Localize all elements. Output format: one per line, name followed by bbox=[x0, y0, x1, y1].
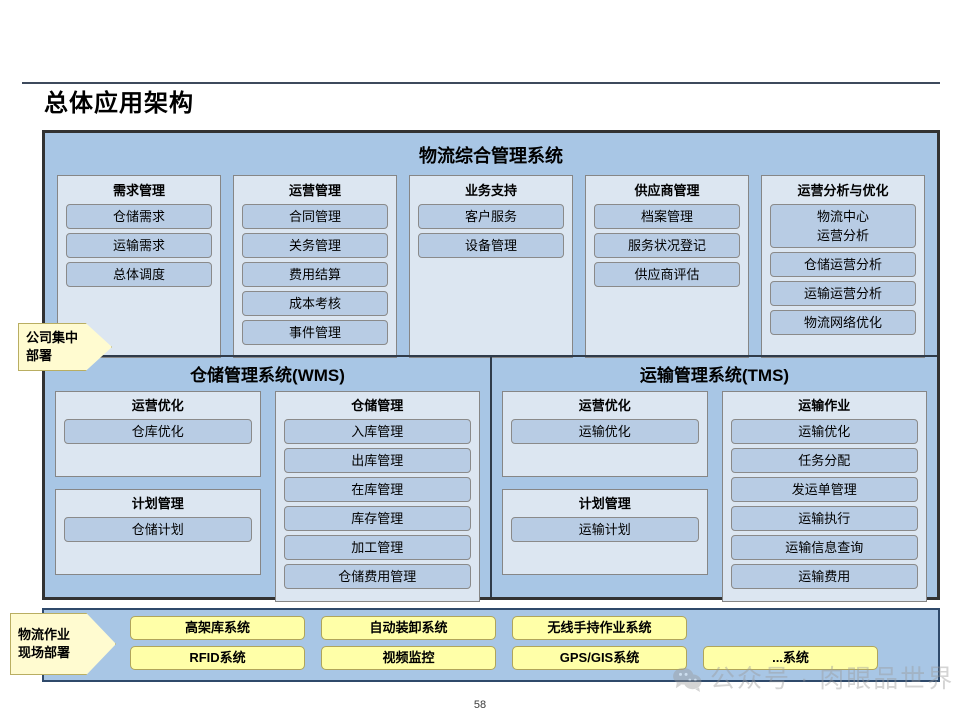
callout-field-line2: 现场部署 bbox=[18, 645, 71, 660]
field-system-item[interactable]: GPS/GIS系统 bbox=[512, 646, 687, 670]
module-item[interactable]: 成本考核 bbox=[242, 291, 388, 316]
callout-field-line1: 物流作业 bbox=[18, 627, 71, 642]
module-item[interactable]: 运输费用 bbox=[730, 564, 918, 589]
domain-column: 运营管理合同管理关务管理费用结算成本考核事件管理 bbox=[233, 175, 397, 358]
field-system-item[interactable]: 视频监控 bbox=[321, 646, 496, 670]
module-item[interactable]: 加工管理 bbox=[283, 535, 471, 560]
module-item[interactable]: 仓储计划 bbox=[64, 517, 252, 542]
field-system-item[interactable]: 自动装卸系统 bbox=[321, 616, 496, 640]
module-item[interactable]: 库存管理 bbox=[283, 506, 471, 531]
sub-module-group: 运营优化仓库优化 bbox=[55, 391, 261, 477]
module-item[interactable]: 在库管理 bbox=[283, 477, 471, 502]
module-item[interactable]: 入库管理 bbox=[283, 419, 471, 444]
module-item[interactable]: 运输信息查询 bbox=[730, 535, 918, 560]
module-item[interactable]: 运输计划 bbox=[511, 517, 699, 542]
module-item[interactable]: 事件管理 bbox=[242, 320, 388, 345]
module-item[interactable]: 仓库优化 bbox=[64, 419, 252, 444]
tms-system-panel: 运输管理系统(TMS) 运营优化运输优化计划管理运输计划 运输作业运输优化任务分… bbox=[490, 357, 937, 602]
domain-column-title: 运营管理 bbox=[288, 183, 341, 198]
module-item[interactable]: 运输运营分析 bbox=[770, 281, 916, 306]
callout-company-line2: 部署 bbox=[26, 348, 53, 363]
sub-module-group: 计划管理运输计划 bbox=[502, 489, 708, 575]
field-system-item[interactable]: 高架库系统 bbox=[130, 616, 305, 640]
module-item[interactable]: 仓储需求 bbox=[66, 204, 212, 229]
field-system-row: 高架库系统自动装卸系统无线手持作业系统 bbox=[130, 616, 930, 640]
domain-column-title: 运营分析与优化 bbox=[797, 183, 889, 198]
callout-company-line1: 公司集中 bbox=[26, 330, 79, 345]
module-item[interactable]: 关务管理 bbox=[242, 233, 388, 258]
domain-column-title: 供应商管理 bbox=[634, 183, 700, 198]
field-system-item[interactable]: 无线手持作业系统 bbox=[512, 616, 687, 640]
module-item[interactable]: 运输执行 bbox=[730, 506, 918, 531]
field-system-item[interactable]: RFID系统 bbox=[130, 646, 305, 670]
wms-title: 仓储管理系统(WMS) bbox=[190, 366, 345, 385]
module-item[interactable]: 客户服务 bbox=[418, 204, 564, 229]
page-number: 58 bbox=[473, 699, 487, 711]
module-item[interactable]: 发运单管理 bbox=[730, 477, 918, 502]
sub-module-group-title: 运营优化 bbox=[578, 398, 631, 413]
module-item[interactable]: 物流网络优化 bbox=[770, 310, 916, 335]
logistics-management-system-band: 物流综合管理系统 需求管理仓储需求运输需求总体调度运营管理合同管理关务管理费用结… bbox=[45, 133, 937, 358]
module-item[interactable]: 合同管理 bbox=[242, 204, 388, 229]
module-item[interactable]: 出库管理 bbox=[283, 448, 471, 473]
tms-right-group: 运输作业运输优化任务分配发运单管理运输执行运输信息查询运输费用 bbox=[721, 391, 927, 602]
module-item[interactable]: 任务分配 bbox=[730, 448, 918, 473]
domain-column: 运营分析与优化物流中心 运营分析仓储运营分析运输运营分析物流网络优化 bbox=[761, 175, 925, 358]
module-item[interactable]: 运输优化 bbox=[511, 419, 699, 444]
sub-module-group: 运输作业运输优化任务分配发运单管理运输执行运输信息查询运输费用 bbox=[721, 391, 927, 602]
module-item[interactable]: 设备管理 bbox=[418, 233, 564, 258]
wms-tms-band: 仓储管理系统(WMS) 运营优化仓库优化计划管理仓储计划 仓储管理入库管理出库管… bbox=[45, 355, 937, 602]
module-item[interactable]: 服务状况登记 bbox=[594, 233, 740, 258]
sub-module-group: 计划管理仓储计划 bbox=[55, 489, 261, 575]
page-title: 总体应用架构 bbox=[44, 90, 194, 117]
module-item[interactable]: 运输需求 bbox=[66, 233, 212, 258]
wms-system-panel: 仓储管理系统(WMS) 运营优化仓库优化计划管理仓储计划 仓储管理入库管理出库管… bbox=[45, 357, 490, 602]
domain-column: 业务支持客户服务设备管理 bbox=[409, 175, 573, 358]
sub-module-group: 仓储管理入库管理出库管理在库管理库存管理加工管理仓储费用管理 bbox=[274, 391, 480, 602]
header-divider bbox=[22, 82, 940, 84]
module-item[interactable]: 总体调度 bbox=[66, 262, 212, 287]
wms-right-group: 仓储管理入库管理出库管理在库管理库存管理加工管理仓储费用管理 bbox=[274, 391, 480, 602]
module-item[interactable]: 费用结算 bbox=[242, 262, 388, 287]
architecture-diagram-frame: 物流综合管理系统 需求管理仓储需求运输需求总体调度运营管理合同管理关务管理费用结… bbox=[42, 130, 940, 602]
module-item[interactable]: 档案管理 bbox=[594, 204, 740, 229]
module-item[interactable]: 运输优化 bbox=[730, 419, 918, 444]
top-band-title: 物流综合管理系统 bbox=[419, 146, 563, 166]
module-item[interactable]: 仓储费用管理 bbox=[283, 564, 471, 589]
field-systems-band: 高架库系统自动装卸系统无线手持作业系统 RFID系统视频监控 GPS/GIS系统..… bbox=[42, 608, 940, 682]
sub-module-group-title: 计划管理 bbox=[131, 496, 184, 511]
tms-left-groups: 运营优化运输优化计划管理运输计划 bbox=[502, 391, 708, 575]
module-item[interactable]: 物流中心 运营分析 bbox=[770, 204, 916, 248]
domain-column: 供应商管理档案管理服务状况登记供应商评估 bbox=[585, 175, 749, 358]
tms-title: 运输管理系统(TMS) bbox=[639, 366, 790, 385]
sub-module-group: 运营优化运输优化 bbox=[502, 391, 708, 477]
sub-module-group-title: 计划管理 bbox=[578, 496, 631, 511]
domain-column: 需求管理仓储需求运输需求总体调度 bbox=[57, 175, 221, 358]
wms-left-groups: 运营优化仓库优化计划管理仓储计划 bbox=[55, 391, 261, 575]
domain-column-title: 业务支持 bbox=[464, 183, 517, 198]
top-band-columns: 需求管理仓储需求运输需求总体调度运营管理合同管理关务管理费用结算成本考核事件管理… bbox=[45, 169, 937, 358]
field-system-item[interactable]: ...系统 bbox=[703, 646, 878, 670]
domain-column-title: 需求管理 bbox=[112, 183, 165, 198]
sub-module-group-title: 仓储管理 bbox=[351, 398, 404, 413]
module-item[interactable]: 仓储运营分析 bbox=[770, 252, 916, 277]
module-item[interactable]: 供应商评估 bbox=[594, 262, 740, 287]
sub-module-group-title: 运输作业 bbox=[798, 398, 851, 413]
field-system-row: RFID系统视频监控 GPS/GIS系统 ...系统 bbox=[130, 646, 930, 670]
sub-module-group-title: 运营优化 bbox=[131, 398, 184, 413]
